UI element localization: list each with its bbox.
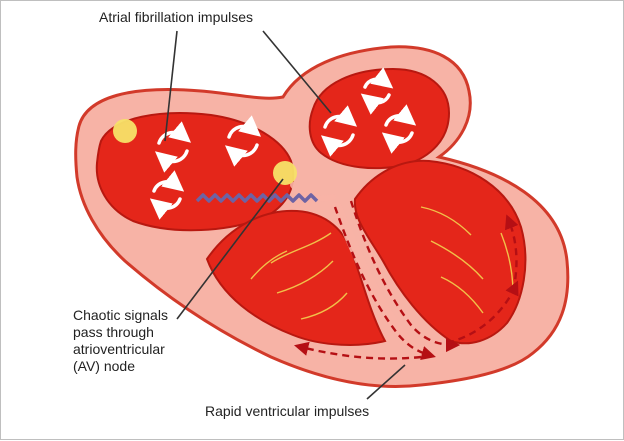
swirl-icon xyxy=(360,67,394,115)
sinoatrial-node xyxy=(113,119,137,143)
nerve-fibers xyxy=(250,206,514,320)
chaotic-signals-label: Chaotic signals pass through atrioventri… xyxy=(73,307,168,374)
rapid-ventricular-label: Rapid ventricular impulses xyxy=(205,403,370,419)
chaotic-signal-wave xyxy=(195,193,319,203)
swirl-icon xyxy=(224,115,262,167)
left-ventricle-chamber xyxy=(205,209,387,346)
atrial-fibrillation-label: Atrial fibrillation impulses xyxy=(99,9,254,25)
swirl-icon xyxy=(154,121,192,173)
fibrillation-swirls xyxy=(149,67,417,220)
swirl-icon xyxy=(381,104,417,154)
leader-lines xyxy=(164,30,406,400)
ventricular-impulse-arrows xyxy=(294,200,519,360)
av-node xyxy=(273,161,297,185)
right-ventricle-chamber xyxy=(353,159,527,345)
swirl-icon xyxy=(149,170,185,220)
swirl-icon xyxy=(320,105,358,157)
